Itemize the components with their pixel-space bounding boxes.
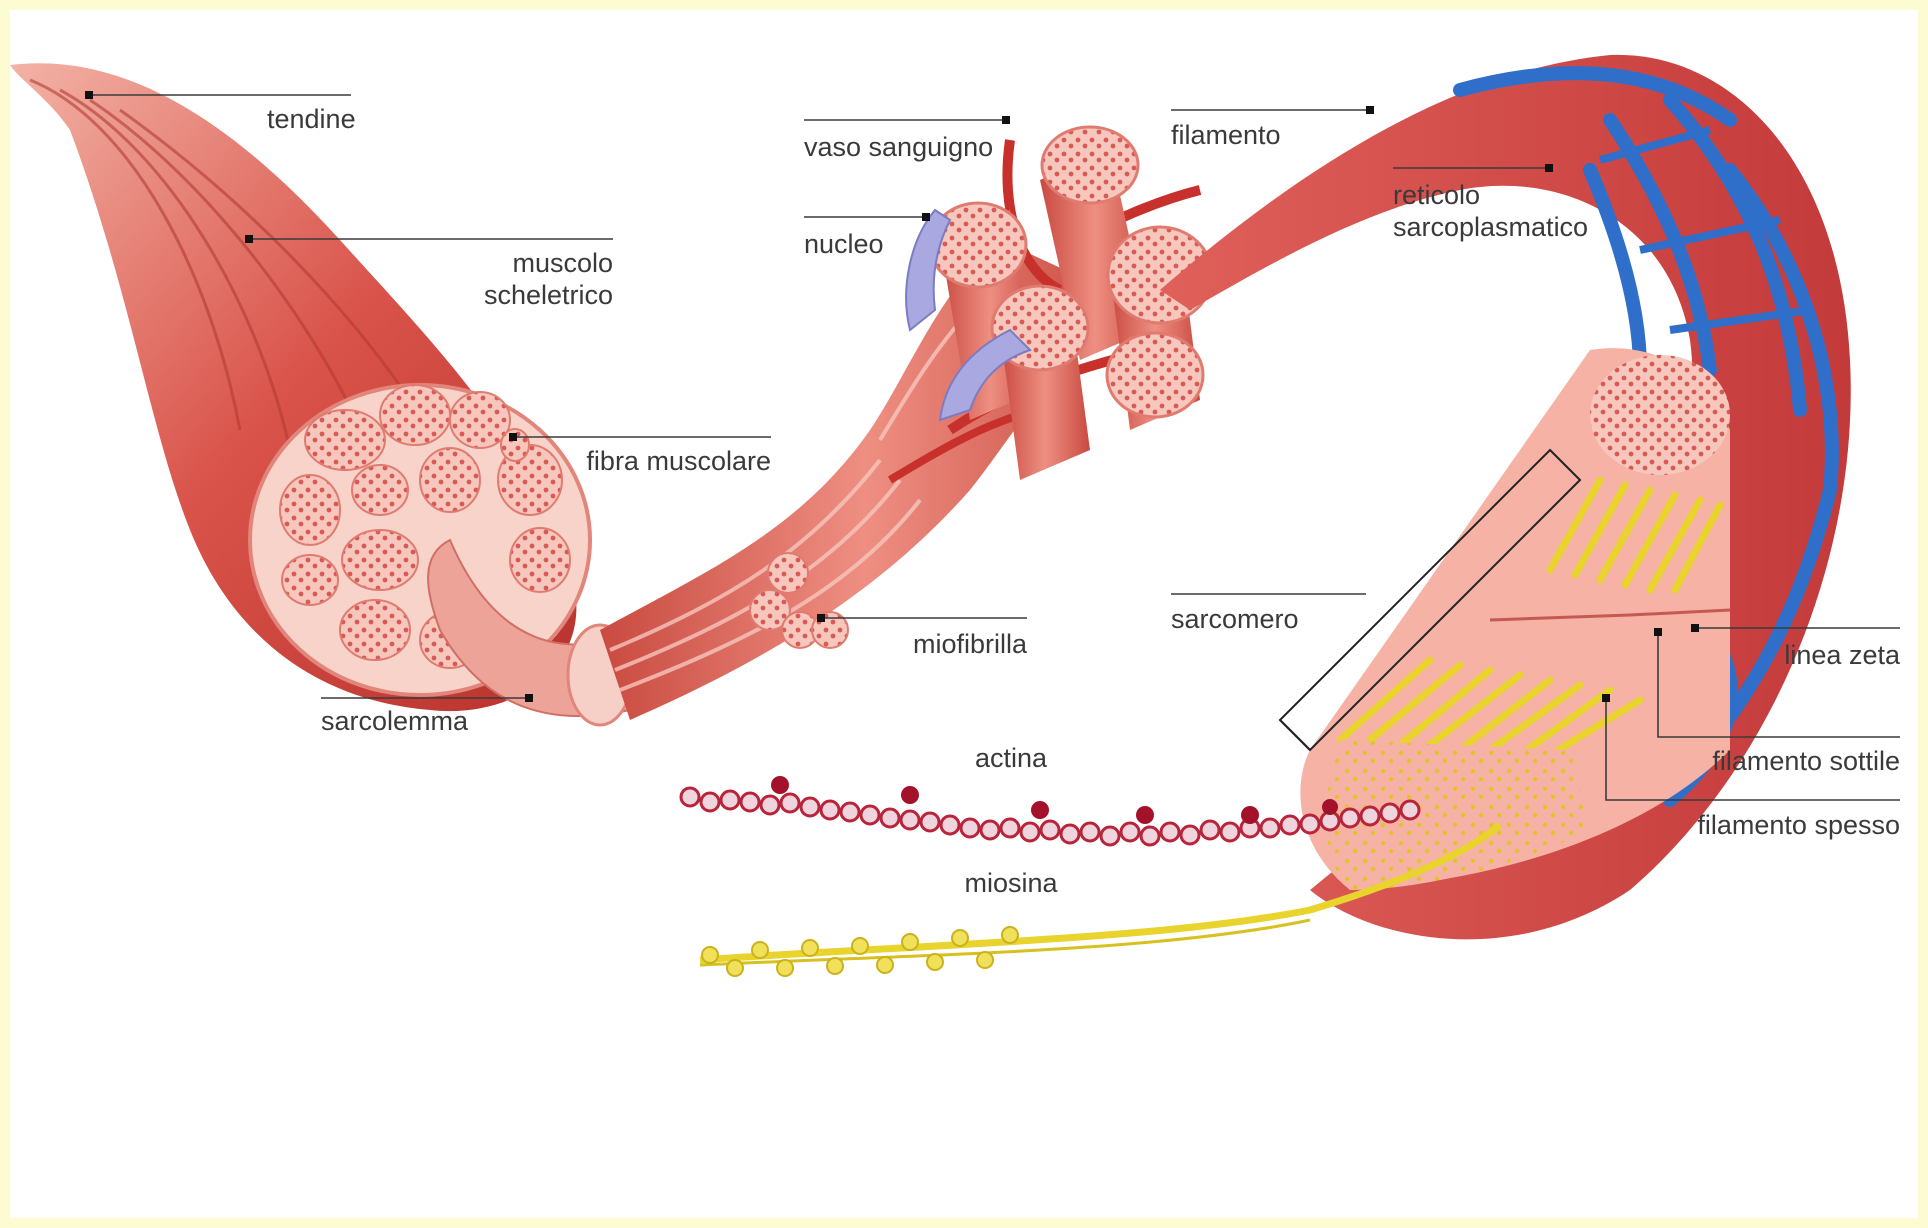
label-sarcolemma: sarcolemma xyxy=(321,706,469,736)
label-filamento-spesso: filamento spesso xyxy=(1697,810,1900,840)
label-actina: actina xyxy=(975,743,1048,773)
label-filamento: filamento xyxy=(1171,120,1281,150)
label-vaso-sanguigno: vaso sanguigno xyxy=(804,132,993,162)
label-filamento-sottile: filamento sottile xyxy=(1712,746,1900,776)
label-nucleo: nucleo xyxy=(804,229,884,259)
label-reticolo-line1: reticolo xyxy=(1393,180,1480,210)
label-miofibrilla: miofibrilla xyxy=(913,629,1028,659)
label-reticolo-line2: sarcoplasmatico xyxy=(1393,212,1588,242)
skeletal-muscle-illustration xyxy=(10,63,632,725)
label-miosina: miosina xyxy=(964,868,1058,898)
muscle-structure-diagram: tendine muscolo scheletrico fibra muscol… xyxy=(10,10,1918,1218)
label-fibra-muscolare: fibra muscolare xyxy=(586,446,771,476)
label-sarcomero: sarcomero xyxy=(1171,604,1299,634)
diagram-frame: tendine muscolo scheletrico fibra muscol… xyxy=(10,10,1918,1218)
label-muscolo-line2: scheletrico xyxy=(484,280,613,310)
label-muscolo-line1: muscolo xyxy=(512,248,613,278)
label-tendine: tendine xyxy=(267,104,356,134)
muscle-fiber-illustration xyxy=(600,127,1212,720)
label-linea-zeta: linea zeta xyxy=(1784,640,1901,670)
filament-illustration xyxy=(1160,55,1851,940)
